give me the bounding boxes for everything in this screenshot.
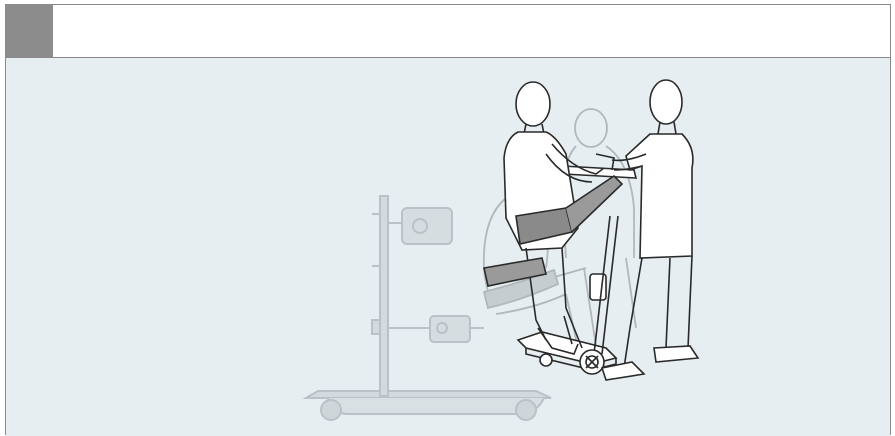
illustration-panel [6,58,890,436]
transfer-illustration [6,58,890,436]
section-header [6,5,890,58]
header-tab-marker [6,5,53,57]
instruction-frame [5,4,891,435]
